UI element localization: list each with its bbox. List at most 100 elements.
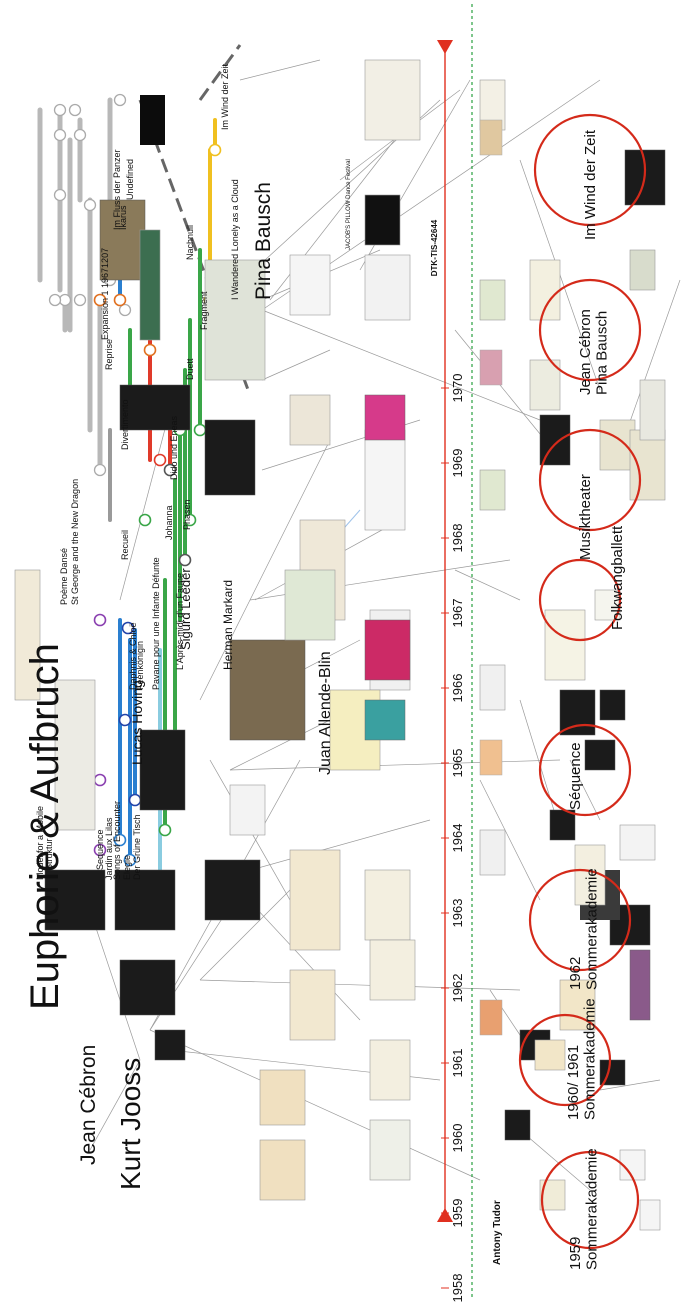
year-label: 1969 (450, 449, 465, 478)
photo-thumbnail (44, 869, 106, 931)
person-label: Sigurd Leeder (178, 568, 193, 650)
photo-thumbnail (584, 739, 616, 771)
work-label: Jardin aux Lilas (104, 817, 114, 880)
work-node (158, 823, 172, 837)
document-thumbnail (364, 429, 406, 531)
connection-line (519, 1129, 591, 1191)
event-ring (518, 1013, 612, 1107)
event-ring (533, 113, 647, 227)
document-thumbnail (594, 589, 621, 621)
document-thumbnail (364, 254, 411, 321)
poster-label: JACOB'S PILLOW Dance Festival (346, 159, 352, 250)
archive-thumbnails (14, 59, 666, 1231)
event-label: Im Wind der Zeit (582, 129, 599, 240)
person-label: Kurt Jooss (115, 1058, 146, 1190)
connection-line (229, 759, 561, 771)
document-thumbnail (364, 59, 421, 141)
event-label: Séquence (567, 742, 584, 810)
logo-thumbnail (140, 95, 165, 145)
work-node (183, 513, 197, 527)
connection-line (199, 439, 331, 701)
document-thumbnail (284, 569, 336, 641)
connection-line (599, 1079, 661, 1091)
grey-work-node (93, 463, 107, 477)
document-thumbnail (479, 469, 506, 511)
year-label: 1961 (450, 1049, 465, 1078)
photo-thumbnail (204, 419, 256, 496)
photo-thumbnail (139, 729, 186, 811)
event-ring (538, 558, 622, 642)
work-node (208, 143, 222, 157)
work-label: Feenkönigin (135, 641, 145, 690)
work-label: Recueil (120, 530, 130, 560)
document-thumbnail (259, 1069, 306, 1126)
year-label: 1965 (450, 749, 465, 778)
poster-thumbnail (629, 949, 651, 1021)
timeline-arrow-bottom (437, 1208, 453, 1222)
work-label: Der Grüne Tisch (132, 814, 142, 880)
work-node (118, 713, 132, 727)
archive-label: DTK-TIS-42644 (430, 219, 439, 276)
work-node (113, 293, 127, 307)
work-node (153, 453, 167, 467)
person-label: Juan Allende-Blin (317, 651, 334, 775)
photo-thumbnail (99, 199, 146, 281)
photo-thumbnail (559, 689, 596, 736)
event-rings (518, 113, 647, 1250)
document-thumbnail (534, 1039, 566, 1071)
photo-thumbnail (119, 959, 176, 1016)
document-thumbnail (369, 1119, 411, 1181)
document-thumbnail (369, 1039, 411, 1101)
work-label: Phasen (182, 499, 192, 530)
work-label: Im Fluss der Panzer (112, 149, 122, 230)
event-label: Musiktheater (577, 474, 594, 560)
portrait-thumbnail (229, 639, 306, 741)
person-label: Antony Tudor (492, 1200, 503, 1265)
work-label: Expansion 1 19671207 (100, 248, 110, 340)
text-labels: 1958195919601961196219631964196519661967… (23, 63, 626, 1302)
year-label: 1960 (450, 1124, 465, 1153)
event-ring (540, 1150, 640, 1250)
document-thumbnail (619, 824, 656, 861)
card-thumbnail (479, 739, 503, 776)
work-node (93, 773, 107, 787)
work-node (178, 553, 192, 567)
year-label: 1963 (450, 899, 465, 928)
connection-line (569, 759, 601, 821)
photo-thumbnail (599, 689, 626, 721)
connection-line (454, 569, 521, 601)
photo-thumbnail (119, 384, 191, 431)
connection-line (261, 349, 331, 381)
grey-work-node (53, 103, 67, 117)
card-thumbnail (479, 349, 503, 386)
grey-work-node (113, 93, 127, 107)
document-thumbnail (629, 249, 656, 291)
event-ring (538, 723, 632, 817)
work-label: Ikarus (118, 205, 128, 230)
work-node (93, 293, 107, 307)
grey-work-node (58, 293, 72, 307)
work-label: Model for a Mobile (35, 806, 45, 880)
document-thumbnail (529, 359, 561, 411)
year-label: 1958 (450, 1274, 465, 1303)
grey-work-node (48, 293, 62, 307)
document-thumbnail (529, 259, 561, 321)
document-thumbnail (289, 254, 331, 316)
work-node (163, 463, 177, 477)
work-node (113, 833, 127, 847)
work-node (128, 793, 142, 807)
work-label: Divertimento (120, 399, 130, 450)
document-thumbnail (599, 419, 636, 471)
work-label: Johanna (164, 505, 174, 540)
work-node (93, 843, 107, 857)
document-thumbnail (289, 969, 336, 1041)
document-thumbnail (289, 849, 341, 951)
card-thumbnail (479, 999, 503, 1036)
document-thumbnail (259, 1139, 306, 1201)
grey-work-node (73, 128, 87, 142)
event-label: Jean CébronPina Bausch (577, 309, 611, 395)
document-thumbnail (479, 664, 506, 711)
work-label: Dido und Eneas (169, 415, 179, 480)
work-node (123, 853, 137, 867)
